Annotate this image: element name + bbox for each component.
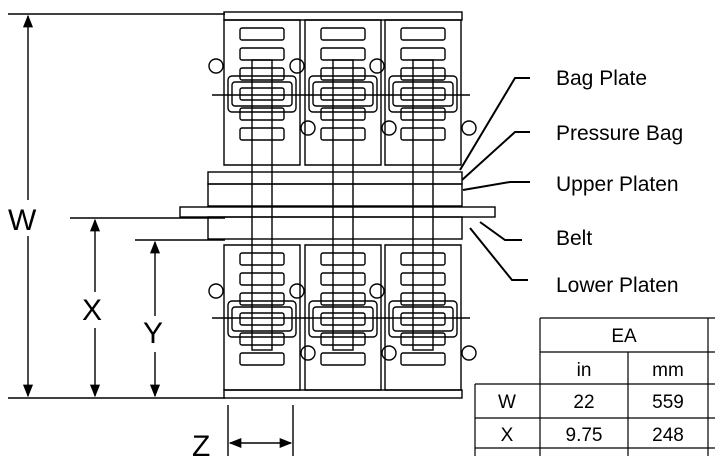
bolt-knob bbox=[300, 345, 316, 361]
bolt-knob bbox=[381, 345, 397, 361]
clamp-rung bbox=[320, 332, 366, 346]
callout-lower-platen: Lower Platen bbox=[556, 274, 679, 297]
dimension-x-label: X bbox=[82, 294, 102, 327]
column-frame bbox=[384, 244, 462, 391]
clamp-rung bbox=[239, 67, 285, 81]
lower-platen bbox=[207, 216, 463, 240]
clamp-rung bbox=[239, 272, 285, 286]
dimension-z-label: Z bbox=[192, 430, 210, 456]
clamp-rung bbox=[320, 67, 366, 81]
clamp-rung bbox=[239, 312, 285, 326]
clamp-rung bbox=[400, 352, 446, 366]
clamp-rung bbox=[320, 292, 366, 306]
table-cell-in: 9.75 bbox=[566, 425, 603, 446]
upper-platen bbox=[207, 183, 463, 207]
clamp-rung bbox=[320, 27, 366, 41]
belt bbox=[179, 206, 496, 218]
clamp-rung bbox=[400, 127, 446, 141]
clamp-rung bbox=[239, 27, 285, 41]
callout-leaders bbox=[459, 77, 530, 281]
clamp-rung bbox=[400, 107, 446, 121]
table-cell-mm: 559 bbox=[652, 392, 684, 413]
pressure-bag bbox=[207, 171, 463, 185]
callout-upper-platen: Upper Platen bbox=[556, 173, 679, 196]
clamp-rung bbox=[400, 312, 446, 326]
callout-belt: Belt bbox=[556, 227, 592, 250]
clamp-rung bbox=[320, 252, 366, 266]
bolt-knob bbox=[369, 283, 385, 299]
callout-bag-plate: Bag Plate bbox=[556, 67, 647, 90]
bolt-knob bbox=[289, 58, 305, 74]
clamp-block bbox=[388, 300, 458, 338]
bolt-knob bbox=[381, 120, 397, 136]
dimension-y-label: Y bbox=[143, 317, 163, 350]
clamp-rung bbox=[400, 272, 446, 286]
clamp-rung bbox=[239, 107, 285, 121]
bolt-knob bbox=[289, 283, 305, 299]
bolt-knob bbox=[461, 345, 477, 361]
column-frame bbox=[384, 19, 462, 166]
clamp-rung bbox=[320, 312, 366, 326]
clamp-rung bbox=[320, 127, 366, 141]
clamp-block bbox=[388, 75, 458, 113]
clamp-block-inner bbox=[392, 306, 454, 332]
clamp-rung bbox=[400, 47, 446, 61]
clamp-block-inner bbox=[392, 81, 454, 107]
table-cell-mm: 248 bbox=[652, 425, 684, 446]
clamp-rung bbox=[400, 27, 446, 41]
clamp-rung bbox=[400, 332, 446, 346]
table-row-key: X bbox=[501, 425, 514, 446]
clamp-rung bbox=[320, 352, 366, 366]
callout-pressure-bag: Pressure Bag bbox=[556, 122, 683, 145]
tie-rod bbox=[332, 59, 354, 351]
bolt-knob bbox=[208, 58, 224, 74]
clamp-rung bbox=[400, 252, 446, 266]
clamp-block-inner bbox=[312, 306, 374, 332]
clamp-block-inner bbox=[231, 81, 293, 107]
spec-table: EA in mm W 22 559 X 9.75 248 bbox=[474, 317, 715, 456]
column-frame bbox=[223, 244, 301, 391]
clamp-block bbox=[227, 75, 297, 113]
clamp-block bbox=[308, 75, 378, 113]
press-machine bbox=[179, 11, 496, 399]
clamp-rung bbox=[239, 352, 285, 366]
end-cap bbox=[223, 11, 463, 21]
clamp-rung bbox=[239, 252, 285, 266]
bolt-knob bbox=[369, 58, 385, 74]
table-unit-in: in bbox=[577, 360, 592, 381]
clamp-rung bbox=[400, 292, 446, 306]
clamp-rung bbox=[239, 332, 285, 346]
column-frame bbox=[304, 19, 382, 166]
dimension-w-label: W bbox=[8, 204, 37, 237]
clamp-rung bbox=[239, 292, 285, 306]
tie-rod bbox=[251, 59, 273, 351]
clamp-rung bbox=[400, 87, 446, 101]
clamp-block bbox=[227, 300, 297, 338]
clamp-rung bbox=[320, 47, 366, 61]
clamp-rung bbox=[320, 107, 366, 121]
clamp-rung bbox=[239, 47, 285, 61]
bolt-knob bbox=[208, 283, 224, 299]
tie-rod bbox=[412, 59, 434, 351]
clamp-rung bbox=[239, 87, 285, 101]
clamp-rung bbox=[320, 87, 366, 101]
clamp-rung bbox=[320, 272, 366, 286]
clamp-rung bbox=[400, 67, 446, 81]
bolt-knob bbox=[300, 120, 316, 136]
table-group-header: EA bbox=[611, 326, 637, 347]
clamp-block bbox=[308, 300, 378, 338]
column-frame bbox=[223, 19, 301, 166]
column-frame bbox=[304, 244, 382, 391]
table-cell-in: 22 bbox=[573, 392, 594, 413]
table-row-key: W bbox=[498, 392, 516, 413]
clamp-block-inner bbox=[312, 81, 374, 107]
clamp-block-inner bbox=[231, 306, 293, 332]
end-cap bbox=[223, 389, 463, 399]
clamp-rung bbox=[239, 127, 285, 141]
table-unit-mm: mm bbox=[652, 360, 684, 381]
bolt-knob bbox=[461, 120, 477, 136]
